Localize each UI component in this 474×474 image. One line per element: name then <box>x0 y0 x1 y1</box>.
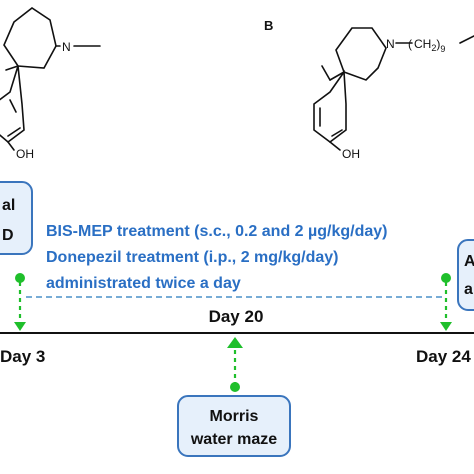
left-molecule <box>0 7 101 151</box>
left-box-line2: D <box>2 227 14 244</box>
linker-chain-label: CH2)9 <box>414 37 445 54</box>
treatment-line-frequency: administrated twice a day <box>46 275 241 292</box>
left-box-line1: al <box>2 197 15 214</box>
down-arrow-icon <box>440 322 452 331</box>
morris-water-maze-box <box>177 395 291 457</box>
panel-b-label: B <box>264 18 273 33</box>
right-nitrogen-label: N <box>386 37 395 51</box>
right-hydroxyl-label: OH <box>342 147 360 161</box>
right-stage-box <box>457 239 474 311</box>
down-arrow-icon <box>14 322 26 331</box>
right-molecule <box>313 27 474 151</box>
left-nitrogen-label: N <box>62 40 71 54</box>
chain-prefix: CH <box>414 37 431 51</box>
left-hydroxyl-label: OH <box>16 147 34 161</box>
morris-box-line1: Morris <box>210 408 259 425</box>
chain-open-paren: ( <box>408 37 412 51</box>
right-box-line2: a <box>464 281 473 298</box>
morris-box-line2: water maze <box>190 431 277 448</box>
timeline-day-20: Day 20 <box>209 307 264 326</box>
marker-morris <box>227 337 243 392</box>
right-box-line1: A <box>464 253 474 270</box>
timeline-day-3: Day 3 <box>0 347 45 366</box>
timeline-day-24: Day 24 <box>416 347 471 366</box>
marker-day-24 <box>440 273 452 331</box>
left-stage-box <box>0 181 33 255</box>
treatment-line-donepezil: Donepezil treatment (i.p., 2 mg/kg/day) <box>46 249 339 266</box>
marker-day-3 <box>14 273 26 331</box>
up-arrow-icon <box>227 337 243 348</box>
chain-subscript-9: 9 <box>440 44 445 54</box>
chain-subscript-2: 2 <box>431 43 436 53</box>
treatment-line-bis-mep: BIS-MEP treatment (s.c., 0.2 and 2 µg/kg… <box>46 223 387 240</box>
